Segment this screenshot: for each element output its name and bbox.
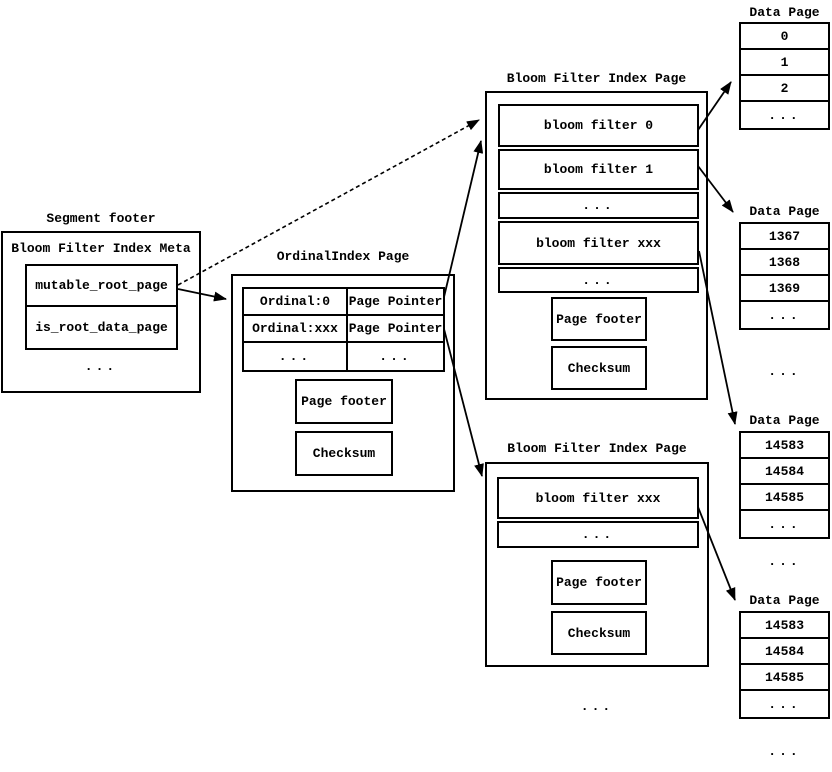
bloom-filter-index-page-top-title: Bloom Filter Index Page: [506, 71, 687, 86]
data-page-2-title: Data Page: [749, 413, 820, 428]
bloom-filter-0-row: bloom filter 0: [498, 104, 699, 147]
data-page-2-row: 14583: [741, 433, 828, 459]
data-page-0-ellipsis-row: ...: [768, 107, 801, 123]
bloom-filter-ellipsis-row-2: ...: [498, 267, 699, 293]
data-page-gap-ellipsis-1: ...: [768, 364, 801, 379]
data-page-0-box: 0 1 2 ...: [739, 22, 830, 130]
bloom-bottom-checksum-box: Checksum: [551, 611, 647, 655]
data-page-3-title: Data Page: [749, 593, 820, 608]
data-page-3-ellipsis-row: ...: [768, 696, 801, 712]
segment-footer-fields: mutable_root_page is_root_data_page: [25, 264, 178, 350]
bloom-bottom-ellipsis-below: ...: [580, 699, 614, 714]
bloom-filter-1-row: bloom filter 1: [498, 149, 699, 190]
data-page-2-row: 14585: [741, 485, 828, 511]
data-page-2-row: 14584: [741, 459, 828, 485]
data-page-1-row: 1368: [741, 250, 828, 276]
bloom-filter-bottom-ellipsis-row: ...: [497, 521, 699, 548]
bloom-filter-stack-bottom: bloom filter xxx ...: [497, 477, 699, 548]
bloom-top-checksum-box: Checksum: [551, 346, 647, 390]
data-page-0-row: 0: [741, 24, 828, 50]
data-page-1-row: 1367: [741, 224, 828, 250]
data-page-2-box: 14583 14584 14585 ...: [739, 431, 830, 539]
ordinal-0-cell: Ordinal:0: [244, 289, 348, 316]
data-page-gap-ellipsis-3: ...: [768, 744, 801, 759]
data-page-1-row: 1369: [741, 276, 828, 302]
data-page-0-title: Data Page: [749, 5, 820, 20]
ordinal-index-page-title: OrdinalIndex Page: [276, 249, 410, 264]
ordinal-table: Ordinal:0 Page Pointer Ordinal:xxx Page …: [242, 287, 445, 372]
data-page-3-row: 14583: [741, 613, 828, 639]
bloom-filter-ellipsis-row: ...: [498, 192, 699, 219]
segment-footer-title: Segment footer: [46, 211, 156, 226]
bloom-filter-index-page-top-box: bloom filter 0 bloom filter 1 ... bloom …: [485, 91, 708, 400]
bloom-filter-xxx-row: bloom filter xxx: [498, 221, 699, 265]
bloom-filter-index-page-bottom-title: Bloom Filter Index Page: [507, 441, 687, 456]
bloom-filter-xxx-bottom-row: bloom filter xxx: [497, 477, 699, 519]
bloom-bottom-page-footer-box: Page footer: [551, 560, 647, 605]
ordinal-xxx-cell: Ordinal:xxx: [244, 316, 348, 343]
ordinal-ellipsis-cell: ...: [244, 343, 348, 370]
bloom-top-page-footer-box: Page footer: [551, 297, 647, 341]
mutable-root-page-field: mutable_root_page: [27, 266, 176, 307]
data-page-1-title: Data Page: [749, 204, 820, 219]
data-page-3-row: 14584: [741, 639, 828, 665]
ordinal-index-page-box: Ordinal:0 Page Pointer Ordinal:xxx Page …: [231, 274, 455, 492]
ordinal-page-footer-box: Page footer: [295, 379, 393, 424]
ordinal-checksum-box: Checksum: [295, 431, 393, 476]
page-pointer-0-cell: Page Pointer: [348, 289, 443, 316]
data-page-0-row: 1: [741, 50, 828, 76]
pointer-ellipsis-cell: ...: [379, 349, 412, 364]
data-page-gap-ellipsis-2: ...: [768, 554, 801, 569]
data-page-2-ellipsis-row: ...: [768, 516, 801, 532]
bloom-filter-index-meta-label: Bloom Filter Index Meta: [11, 241, 191, 256]
segment-footer-ellipsis: ...: [84, 359, 118, 374]
page-pointer-xxx-cell: Page Pointer: [348, 316, 443, 343]
segment-footer-box: Bloom Filter Index Meta mutable_root_pag…: [1, 231, 201, 393]
is-root-data-page-field: is_root_data_page: [35, 320, 168, 335]
data-page-0-row: 2: [741, 76, 828, 102]
data-page-3-row: 14585: [741, 665, 828, 691]
data-page-1-box: 1367 1368 1369 ...: [739, 222, 830, 330]
bloom-filter-index-page-bottom-box: bloom filter xxx ... Page footer Checksu…: [485, 462, 709, 667]
data-page-1-ellipsis-row: ...: [768, 307, 801, 323]
bloom-filter-stack-top: bloom filter 0 bloom filter 1 ... bloom …: [498, 104, 699, 293]
data-page-3-box: 14583 14584 14585 ...: [739, 611, 830, 719]
